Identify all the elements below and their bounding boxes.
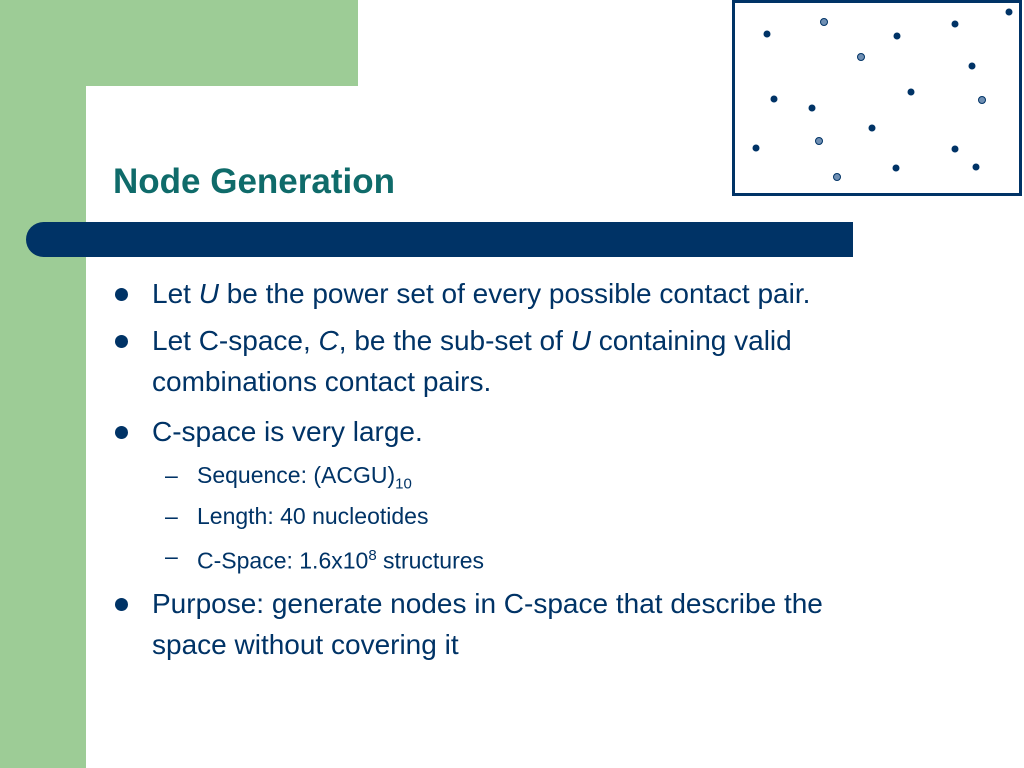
node-dot: [752, 144, 760, 152]
node-dot: [820, 18, 828, 26]
dash-icon: –: [165, 543, 178, 569]
node-dot: [951, 145, 959, 153]
node-dot: [972, 163, 980, 171]
bullet-icon: [115, 288, 128, 301]
node-dot: [770, 95, 778, 103]
node-dot: [893, 32, 901, 40]
random-nodes-box: [732, 0, 1022, 196]
bullet-icon: [115, 426, 128, 439]
node-dot: [763, 30, 771, 38]
random-nodes-graphic: [752, 8, 1013, 181]
node-dot: [907, 88, 915, 96]
node-dot: [808, 104, 816, 112]
node-dot: [815, 137, 823, 145]
node-dot: [1005, 8, 1013, 16]
node-dot: [868, 124, 876, 132]
green-left-band: [0, 0, 86, 768]
bullet-icon: [115, 598, 128, 611]
node-dot: [833, 173, 841, 181]
slide-body: [86, 86, 1024, 768]
dash-icon: –: [165, 503, 178, 529]
node-dot: [968, 62, 976, 70]
node-dot: [978, 96, 986, 104]
title-underline-bar: [26, 222, 853, 257]
node-dot: [951, 20, 959, 28]
bullet-icon: [115, 335, 128, 348]
slide-title: Node Generation: [113, 162, 395, 201]
dash-icon: –: [165, 462, 178, 488]
node-dot: [857, 53, 865, 61]
node-dot: [892, 164, 900, 172]
green-top-band: [86, 0, 358, 86]
